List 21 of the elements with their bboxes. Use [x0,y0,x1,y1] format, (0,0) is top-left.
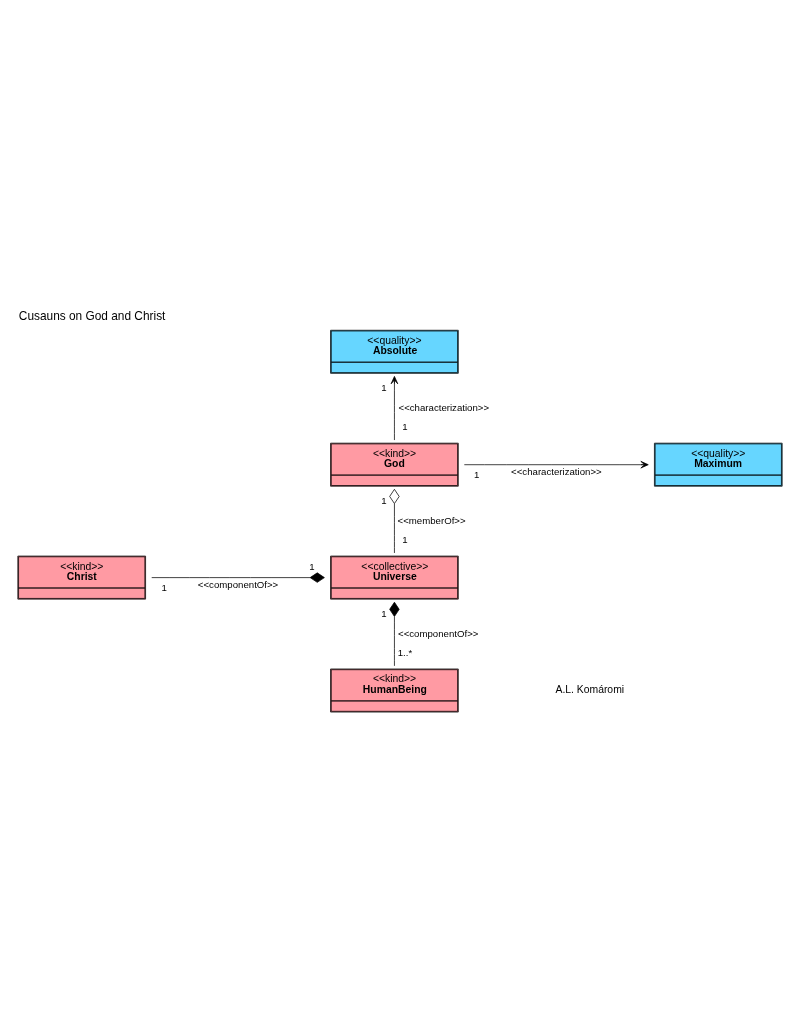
label: 1 [309,560,315,572]
arrow [463,461,649,469]
label: 1 [381,608,387,620]
connector [389,488,400,554]
arrow [390,376,399,441]
label: 1 [381,495,387,507]
edge-label: <<characterization>> [511,465,602,477]
edge-label: <<componentOf>> [398,627,479,639]
connector [151,572,325,583]
edge-label: <<componentOf>> [197,578,279,590]
label: 1 [402,533,408,545]
label: 1 [474,468,480,480]
label: 1 [381,382,387,394]
connector [389,601,400,667]
label: 1 [402,421,408,433]
label: 1..* [397,646,413,658]
label: 1 [161,581,167,593]
diagram-title: Cusauns on God and Christ [18,309,166,324]
edge-label: <<memberOf>> [397,514,466,526]
edge-label: <<characterization>> [398,401,490,413]
label: A.L. Komáromi [555,684,625,696]
